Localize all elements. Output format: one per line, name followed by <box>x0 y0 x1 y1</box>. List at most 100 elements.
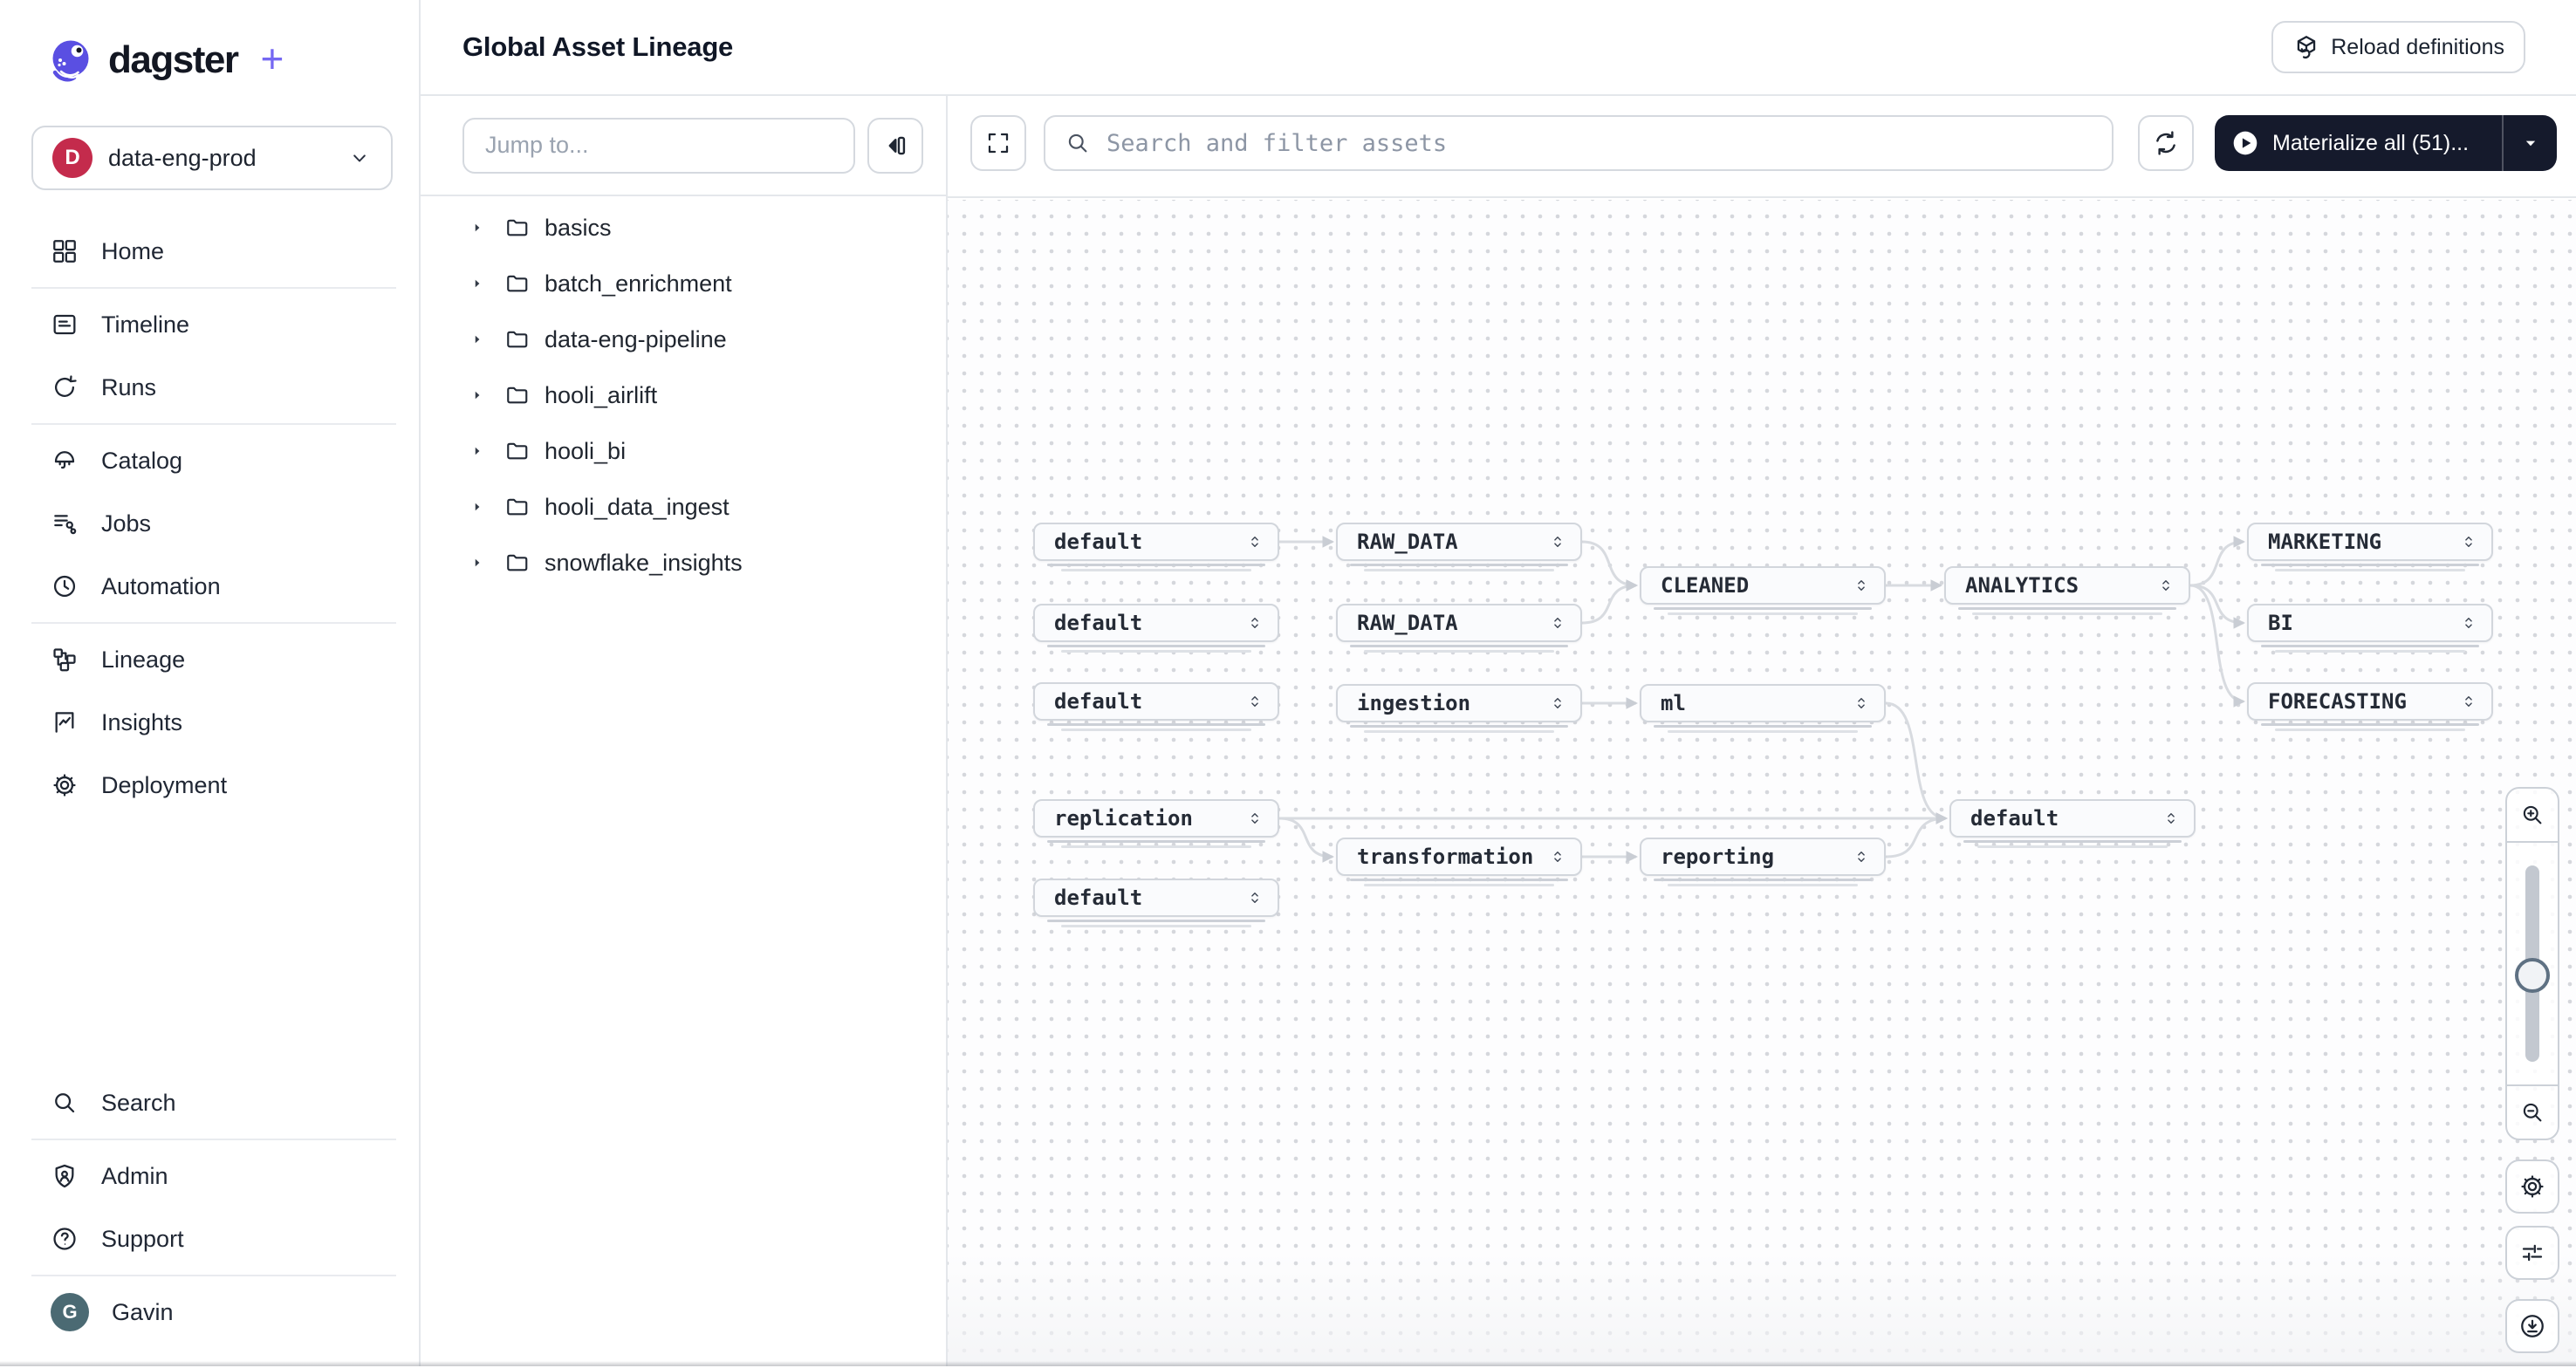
unfold-icon[interactable] <box>1246 808 1264 829</box>
tree-folder-basics[interactable]: basics <box>421 200 946 256</box>
sidebar-item-lineage[interactable]: Lineage <box>0 628 419 691</box>
unfold-icon[interactable] <box>2460 691 2477 712</box>
graph-settings-button[interactable] <box>2505 1159 2559 1214</box>
divider <box>31 1275 396 1276</box>
fullscreen-button[interactable] <box>970 115 1026 171</box>
unfold-icon[interactable] <box>1246 612 1264 633</box>
lineage-toolbar: Materialize all (51)... <box>948 96 2576 198</box>
graph-node-raw_data_2[interactable]: RAW_DATA <box>1336 604 1582 642</box>
unfold-icon[interactable] <box>2162 808 2180 829</box>
caret-down-icon <box>2519 132 2542 154</box>
unfold-icon[interactable] <box>1246 887 1264 908</box>
unfold-icon[interactable] <box>1246 691 1264 712</box>
folder-icon <box>504 494 531 520</box>
unfold-icon[interactable] <box>1549 531 1566 552</box>
unfold-icon[interactable] <box>1853 575 1870 596</box>
gear-icon <box>2518 1173 2546 1200</box>
graph-node-cleaned[interactable]: CLEANED <box>1640 566 1886 605</box>
fullscreen-icon <box>984 129 1012 157</box>
unfold-icon[interactable] <box>2157 575 2175 596</box>
materialize-all-button[interactable]: Materialize all (51)... <box>2215 115 2502 171</box>
graph-filters-button[interactable] <box>2505 1226 2559 1280</box>
unfold-icon[interactable] <box>1549 846 1566 867</box>
asset-search-input[interactable] <box>1105 129 2093 158</box>
unfold-icon[interactable] <box>2460 531 2477 552</box>
unfold-icon[interactable] <box>1549 693 1566 714</box>
download-graph-button[interactable] <box>2505 1299 2559 1353</box>
graph-node-replication[interactable]: replication <box>1033 799 1279 838</box>
graph-node-ingestion[interactable]: ingestion <box>1336 684 1582 722</box>
jobs-icon <box>51 510 79 537</box>
unfold-icon[interactable] <box>1853 846 1870 867</box>
tree-folder-label: batch_enrichment <box>545 270 732 298</box>
unfold-icon[interactable] <box>1549 612 1566 633</box>
graph-node-bi[interactable]: BI <box>2247 604 2493 642</box>
sidebar-item-runs[interactable]: Runs <box>0 356 419 419</box>
tree-folder-snowflake_insights[interactable]: snowflake_insights <box>421 535 946 591</box>
graph-node-marketing[interactable]: MARKETING <box>2247 523 2493 561</box>
lineage-edges <box>948 200 2576 1368</box>
jump-to-input[interactable] <box>462 118 855 174</box>
graph-node-default_2[interactable]: default <box>1033 604 1279 642</box>
timeline-icon <box>51 311 79 339</box>
org-switcher[interactable]: D data-eng-prod <box>31 126 393 190</box>
lineage-edge-raw_data_1-to-cleaned <box>1582 542 1636 585</box>
folder-icon <box>504 215 531 241</box>
tree-folder-data-eng-pipeline[interactable]: data-eng-pipeline <box>421 311 946 367</box>
sidebar-item-home[interactable]: Home <box>0 220 419 283</box>
zoom-in-button[interactable] <box>2507 789 2558 843</box>
sidebar-item-search[interactable]: Search <box>0 1071 419 1134</box>
reload-definitions-button[interactable]: Reload definitions <box>2271 21 2525 73</box>
tree-folder-hooli_bi[interactable]: hooli_bi <box>421 423 946 479</box>
unfold-icon[interactable] <box>1853 693 1870 714</box>
org-name: data-eng-prod <box>108 145 257 172</box>
graph-node-default_5[interactable]: default <box>1033 879 1279 917</box>
caret-right-icon[interactable] <box>469 443 485 459</box>
caret-right-icon[interactable] <box>469 555 485 571</box>
sidebar-item-insights[interactable]: Insights <box>0 691 419 754</box>
zoom-out-button[interactable] <box>2507 1084 2558 1139</box>
sidebar-item-timeline[interactable]: Timeline <box>0 293 419 356</box>
caret-right-icon[interactable] <box>469 499 485 515</box>
graph-node-transformation[interactable]: transformation <box>1336 838 1582 876</box>
refresh-button[interactable] <box>2138 115 2194 171</box>
tree-folder-batch_enrichment[interactable]: batch_enrichment <box>421 256 946 311</box>
graph-node-ml[interactable]: ml <box>1640 684 1886 722</box>
graph-node-raw_data_1[interactable]: RAW_DATA <box>1336 523 1582 561</box>
graph-node-default_4[interactable]: default <box>1949 799 2196 838</box>
sidebar-item-automation[interactable]: Automation <box>0 555 419 618</box>
graph-node-analytics[interactable]: ANALYTICS <box>1944 566 2190 605</box>
tree-folder-hooli_airlift[interactable]: hooli_airlift <box>421 367 946 423</box>
graph-node-label: BI <box>2268 611 2293 635</box>
materialize-options-button[interactable] <box>2504 115 2557 171</box>
lineage-edge-raw_data_2-to-cleaned <box>1582 585 1636 623</box>
caret-right-icon[interactable] <box>469 387 485 403</box>
zoom-slider-handle[interactable] <box>2515 958 2550 993</box>
asset-search-box <box>1044 115 2114 171</box>
caret-right-icon[interactable] <box>469 220 485 236</box>
graph-node-reporting[interactable]: reporting <box>1640 838 1886 876</box>
sidebar-item-deployment[interactable]: Deployment <box>0 754 419 817</box>
brand-logo[interactable]: dagster + <box>0 0 419 84</box>
unfold-icon[interactable] <box>2460 612 2477 633</box>
chevron-down-icon <box>347 146 372 170</box>
graph-node-default_3[interactable]: default <box>1033 682 1279 721</box>
graph-node-forecasting[interactable]: FORECASTING <box>2247 682 2493 721</box>
sidebar-item-admin[interactable]: Admin <box>0 1145 419 1207</box>
asset-tree-panel: basicsbatch_enrichmentdata-eng-pipelineh… <box>421 96 948 1366</box>
caret-right-icon[interactable] <box>469 276 485 291</box>
tree-folder-hooli_data_ingest[interactable]: hooli_data_ingest <box>421 479 946 535</box>
collapse-panel-button[interactable] <box>867 118 923 174</box>
page-title: Global Asset Lineage <box>462 31 733 63</box>
graph-node-default_1[interactable]: default <box>1033 523 1279 561</box>
lineage-edge-reporting-to-default_4 <box>1886 818 1946 857</box>
sidebar-item-label: Lineage <box>101 646 185 674</box>
unfold-icon[interactable] <box>1246 531 1264 552</box>
caret-right-icon[interactable] <box>469 332 485 347</box>
sidebar-item-label: Search <box>101 1090 176 1117</box>
sidebar-item-catalog[interactable]: Catalog <box>0 429 419 492</box>
sidebar-item-jobs[interactable]: Jobs <box>0 492 419 555</box>
sidebar-item-support[interactable]: Support <box>0 1207 419 1270</box>
